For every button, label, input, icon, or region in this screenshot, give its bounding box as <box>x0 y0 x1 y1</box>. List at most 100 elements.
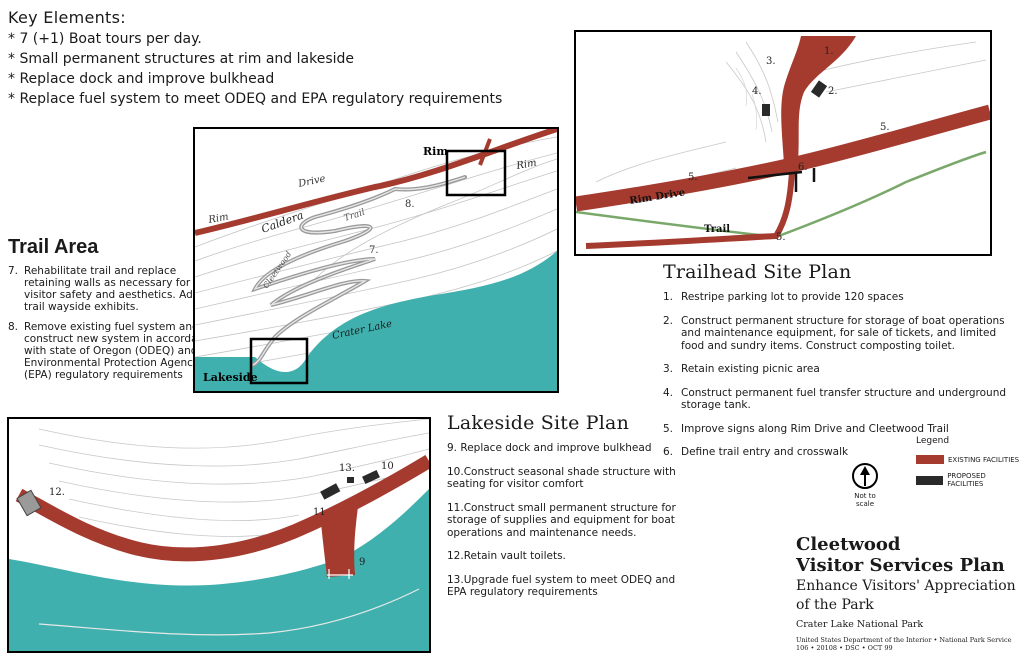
map-label: 5. <box>688 172 698 183</box>
item-number: 3. <box>663 363 674 375</box>
lakeside-trail-road <box>15 454 429 562</box>
trail-area-section: Trail Area 7. Rehabilitate trail and repl… <box>8 236 223 389</box>
plan-item: 2. Construct permanent structure for stor… <box>663 315 1008 353</box>
item-text: Define trail entry and crosswalk <box>681 446 849 458</box>
item-text: Construct permanent fuel transfer struct… <box>681 386 1007 412</box>
item-number: 7. <box>8 265 19 277</box>
legend-label: PROPOSED FACILITIES <box>947 472 986 488</box>
plan-item: 3. Retain existing picnic area <box>663 363 1008 376</box>
legend-title: Legend <box>916 436 950 446</box>
map-legend: Legend EXISTING FACILITIES PROPOSED FACI… <box>916 436 1022 496</box>
proposed-shade-structure <box>362 469 380 485</box>
item-text: Restripe parking lot to provide 120 spac… <box>681 291 904 303</box>
item-number: 9. <box>447 442 458 454</box>
proposed-storage-structure <box>320 483 341 500</box>
item-number: 6. <box>663 446 674 458</box>
plan-item: 6. Define trail entry and crosswalk <box>663 446 1008 459</box>
lakeside-inset-box <box>249 337 309 385</box>
vault-toilets <box>16 489 42 517</box>
trail-area-title: Trail Area <box>8 236 99 258</box>
item-number: 5. <box>663 422 674 435</box>
trailhead-site-map: 1. 2. 3. 4. 5. 5. 5. 6. Rim Drive Trail <box>574 30 992 256</box>
parking-lot <box>781 36 856 164</box>
legend-row-proposed: PROPOSED FACILITIES <box>916 472 1022 488</box>
park-name: Crater Lake National Park <box>796 619 924 630</box>
item-number: 12. <box>447 550 464 562</box>
map-label: 7. <box>369 245 379 256</box>
plan-item: 9. Replace dock and improve bulkhead <box>447 442 697 455</box>
item-text: Rehabilitate trail and replace retaining… <box>24 265 200 313</box>
agency-line: United States Department of the Interior… <box>796 636 1012 644</box>
map-label: Trail <box>704 224 730 235</box>
map-label: 3. <box>766 56 776 67</box>
item-number: 11. <box>447 501 464 514</box>
cleetwood-trail-road <box>585 171 795 249</box>
legend-row-existing: EXISTING FACILITIES <box>916 455 1022 464</box>
lakeside-plan-title: Lakeside Site Plan <box>447 412 630 434</box>
item-number: 2. <box>663 314 674 327</box>
proposed-fuel-system <box>347 477 354 483</box>
key-elements-title: Key Elements: <box>8 8 126 27</box>
key-element-item: Small permanent structures at rim and la… <box>8 49 502 69</box>
trailhead-site-plan: Trailhead Site Plan 1. Restripe parking l… <box>663 261 1008 470</box>
trailhead-inset-box <box>445 149 507 197</box>
north-arrow-icon <box>852 463 878 489</box>
map-label: 9 <box>359 557 365 568</box>
item-text: Replace dock and improve bulkhead <box>460 442 652 454</box>
map-label: Rim <box>207 212 230 227</box>
item-text: Improve signs along Rim Drive and Cleetw… <box>681 422 949 435</box>
map-label: 2. <box>828 86 838 97</box>
map-label: 11 <box>313 507 326 518</box>
crater-lake-water <box>9 489 429 651</box>
item-number: 4. <box>663 386 674 399</box>
crater-lake-water <box>195 251 557 391</box>
map-label: Rim <box>423 145 448 158</box>
item-text: Construct permanent structure for storag… <box>681 314 1005 352</box>
scale-note: Not to scale <box>854 492 876 508</box>
map-label: 1. <box>824 46 834 57</box>
map-label: Drive <box>296 173 326 190</box>
map-label: 4. <box>752 86 762 97</box>
key-element-item: Replace fuel system to meet ODEQ and EPA… <box>8 89 502 109</box>
map-label: 13. <box>339 463 355 474</box>
map-label: 5. <box>880 122 890 133</box>
item-text: Retain existing picnic area <box>681 363 820 375</box>
existing-swatch <box>916 455 944 464</box>
trail-area-item: 7. Rehabilitate trail and replace retaini… <box>8 265 223 313</box>
item-text: Remove existing fuel system and construc… <box>24 321 222 381</box>
proposed-swatch <box>916 475 944 485</box>
legend-label: EXISTING FACILITIES <box>948 455 1020 464</box>
dock-bulkhead <box>321 499 359 577</box>
lakeside-site-map: 9 10 11 12. 13. <box>7 417 431 653</box>
trailhead-plan-title: Trailhead Site Plan <box>663 261 852 283</box>
map-label: 10 <box>381 461 394 472</box>
title-block: Cleetwood Visitor Services Plan Enhance … <box>796 534 1016 652</box>
lakeside-site-plan: Lakeside Site Plan 9. Replace dock and i… <box>447 412 697 610</box>
plan-item: 4. Construct permanent fuel transfer stru… <box>663 387 1008 412</box>
item-text: Upgrade fuel system to meet ODEQ and EPA… <box>447 573 676 599</box>
trail-area-map: Rim Drive Rim Rim Caldera Trail Cleetwoo… <box>193 127 559 393</box>
map-label: 6. <box>798 162 808 173</box>
trail-path-green <box>576 150 987 239</box>
north-arrow-block: Not to scale <box>848 462 882 508</box>
map-label: Lakeside <box>203 371 258 384</box>
plan-subtitle: Enhance Visitors' Appreciation of the Pa… <box>796 578 1016 613</box>
proposed-structure <box>810 80 828 98</box>
item-number: 1. <box>663 291 674 303</box>
map-label: 5. <box>776 232 786 243</box>
map-label: Trail <box>343 208 367 224</box>
key-element-item: 7 (+1) Boat tours per day. <box>8 29 502 49</box>
plan-item: 12.Retain vault toilets. <box>447 550 697 563</box>
key-elements: Key Elements: 7 (+1) Boat tours per day.… <box>8 8 502 109</box>
rim-drive-road <box>576 104 990 212</box>
key-element-item: Replace dock and improve bulkhead <box>8 69 502 89</box>
item-number: 13. <box>447 573 464 586</box>
item-number: 8. <box>8 321 19 333</box>
trail-area-item: 8. Remove existing fuel system and constr… <box>8 321 223 381</box>
plan-item: 1. Restripe parking lot to provide 120 sp… <box>663 291 1008 304</box>
item-text: Construct small permanent structure for … <box>447 501 676 539</box>
map-label: 12. <box>49 487 65 498</box>
item-text: Retain vault toilets. <box>463 550 566 562</box>
proposed-fuel-structure <box>762 104 770 116</box>
plan-title-line2: Visitor Services Plan <box>796 555 1005 576</box>
